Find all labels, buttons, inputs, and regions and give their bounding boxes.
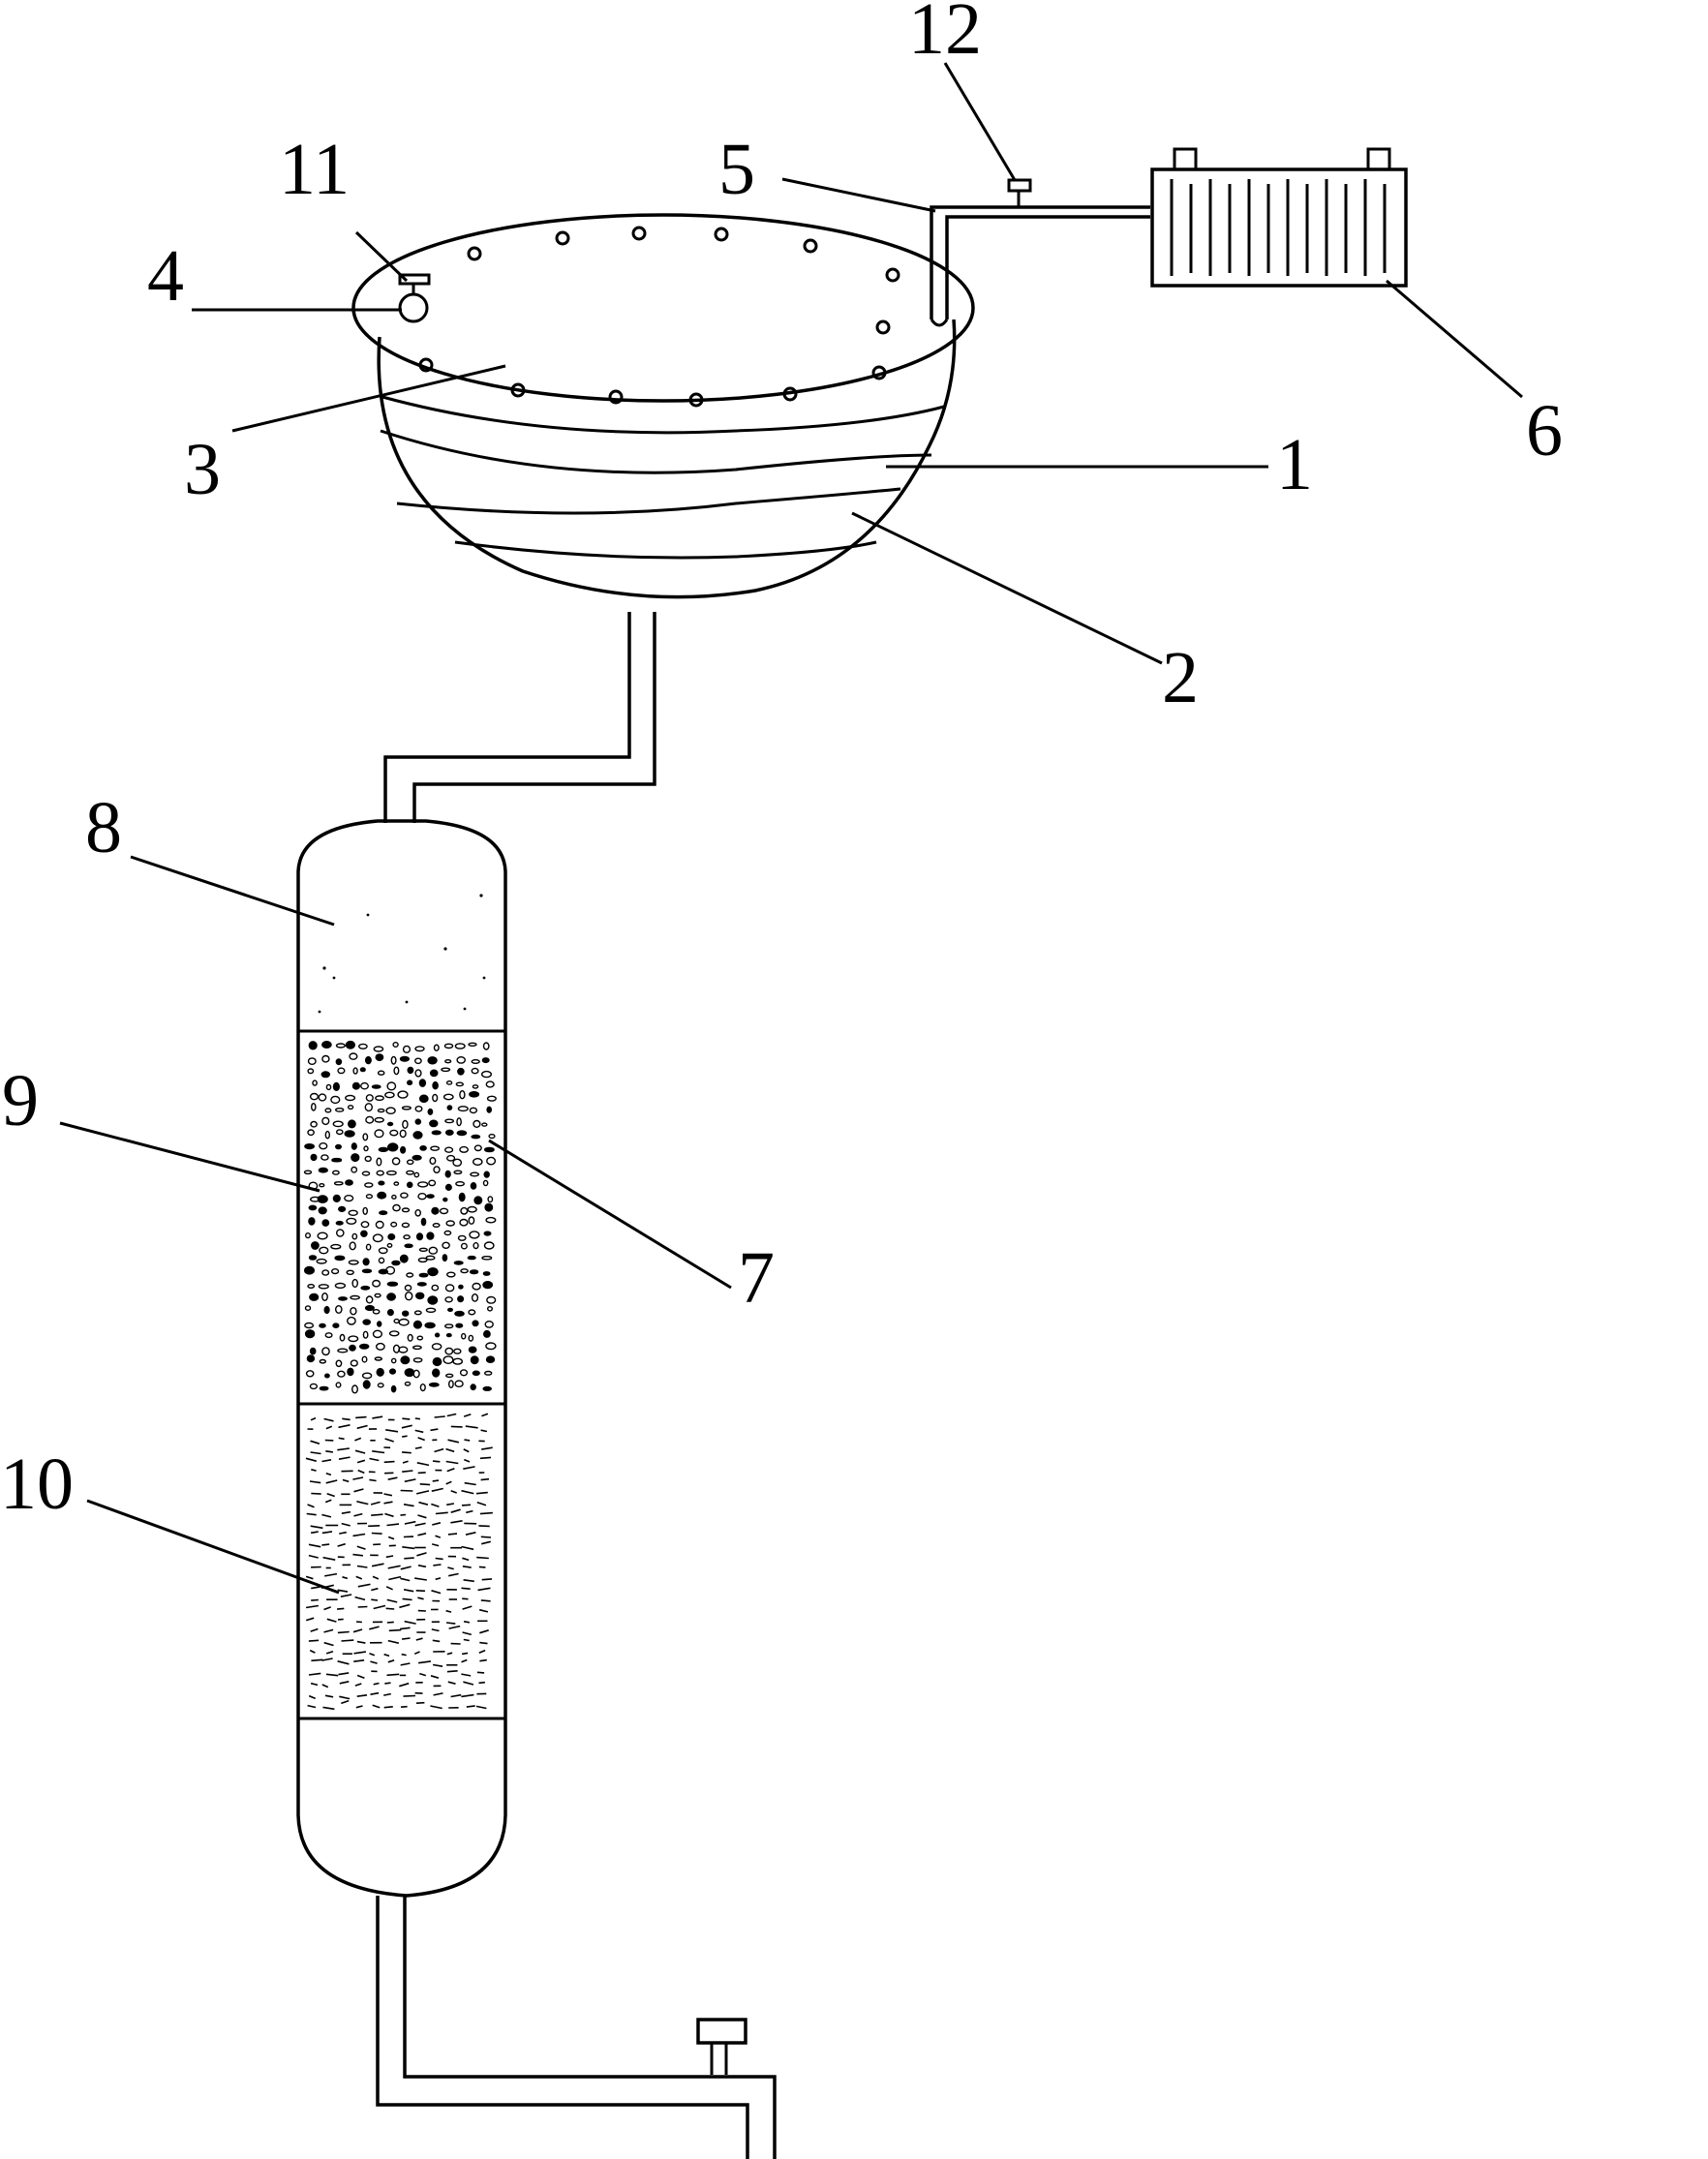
column [296,819,507,1898]
leader-lines [59,62,1523,1595]
cell-stack-6 [1150,147,1408,288]
callout-3: 3 [184,429,221,510]
callout-6: 6 [1526,390,1563,471]
outlet-valve [696,2018,747,2075]
callout-10: 10 [0,1444,74,1525]
callout-2: 2 [1162,637,1199,718]
port-4 [398,292,429,323]
callout-12: 12 [908,0,982,70]
callout-1: 1 [1276,424,1313,505]
callout-9: 9 [2,1060,39,1141]
lid-holes [418,226,900,408]
callout-7: 7 [738,1237,775,1319]
bowl-vessel [377,319,957,599]
connecting-pipe [383,612,656,823]
callout-4: 4 [147,235,184,317]
callout-8: 8 [85,787,122,868]
pipe-5 [930,205,1150,327]
zone-10-packing [305,1413,493,1711]
callout-11: 11 [279,129,350,210]
zone-8-dots [318,894,486,1014]
valve-12 [1007,178,1032,206]
callout-5: 5 [718,129,755,210]
callout-numbers: 1 2 3 4 5 6 7 8 9 10 11 12 [0,0,1563,1525]
lid [351,213,975,408]
outlet-pipe [376,1896,777,2159]
valve-11 [398,273,431,293]
zone-9-packing [303,1040,497,1394]
